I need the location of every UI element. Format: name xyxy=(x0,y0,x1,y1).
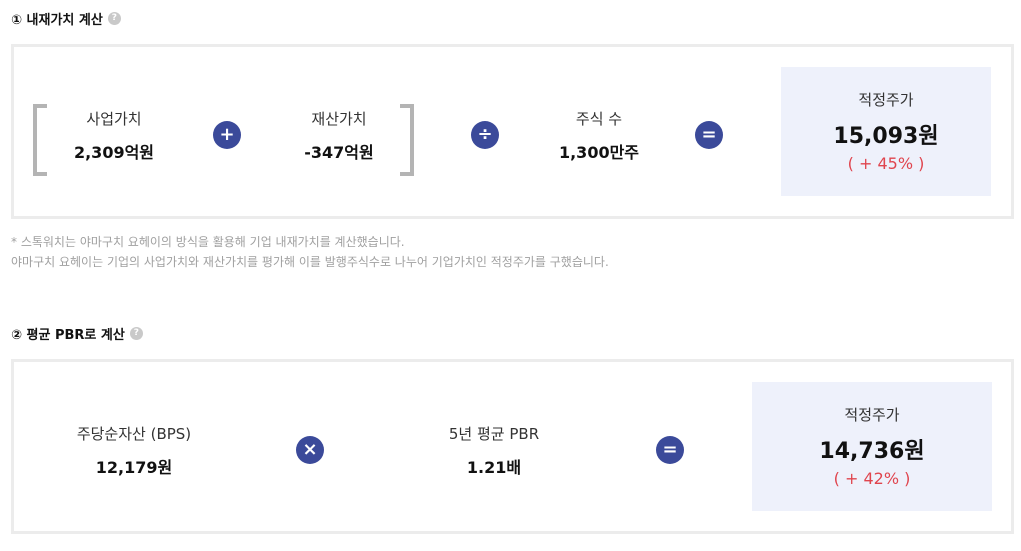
bps-value: 12,179원 xyxy=(95,458,173,477)
note-line-1: * 스톡워치는 야마구치 요헤이의 방식을 활용해 기업 내재가치를 계산했습니… xyxy=(11,235,405,249)
left-bracket xyxy=(33,104,47,176)
pbr-label: 5년 평균 PBR xyxy=(448,425,540,443)
section-title-average-pbr: ② 평균 PBR로 계산 ? xyxy=(11,324,143,343)
result-label: 적정주가 xyxy=(844,406,900,424)
note-line-2: 야마구치 요헤이는 기업의 사업가치와 재산가치를 평가해 이를 발행주식수로 … xyxy=(11,255,609,269)
shares-value: 1,300만주 xyxy=(558,143,640,162)
divide-icon: ÷ xyxy=(471,121,499,149)
business-value: 2,309억원 xyxy=(73,143,155,162)
result-box: 적정주가 14,736원 ( + 42% ) xyxy=(752,382,992,511)
equals-icon: = xyxy=(656,436,684,464)
methodology-note: * 스톡워치는 야마구치 요헤이의 방식을 활용해 기업 내재가치를 계산했습니… xyxy=(11,232,609,272)
bps-item: 주당순자산 (BPS) 12,179원 xyxy=(54,423,214,478)
result-price: 14,736원 xyxy=(819,439,925,464)
pbr-value: 1.21배 xyxy=(466,458,522,477)
result-change: ( + 42% ) xyxy=(833,469,911,488)
business-value-item: 사업가치 2,309억원 xyxy=(59,108,169,163)
help-icon[interactable]: ? xyxy=(107,12,121,25)
section-title-intrinsic-value: ① 내재가치 계산 ? xyxy=(11,9,121,28)
result-change: ( + 45% ) xyxy=(847,154,925,173)
help-icon[interactable]: ? xyxy=(129,327,143,340)
bps-label: 주당순자산 (BPS) xyxy=(76,425,192,443)
right-bracket xyxy=(400,104,414,176)
pbr-item: 5년 평균 PBR 1.21배 xyxy=(419,423,569,478)
result-box: 적정주가 15,093원 ( + 45% ) xyxy=(781,67,991,196)
section-title-text: ② 평균 PBR로 계산 xyxy=(11,328,125,343)
section-title-text: ① 내재가치 계산 xyxy=(11,13,103,28)
result-price: 15,093원 xyxy=(833,124,939,149)
result-label: 적정주가 xyxy=(858,91,914,109)
equals-icon: = xyxy=(695,121,723,149)
plus-icon: + xyxy=(213,121,241,149)
pbr-box: 주당순자산 (BPS) 12,179원 × 5년 평균 PBR 1.21배 = … xyxy=(11,359,1014,534)
asset-value-label: 재산가치 xyxy=(311,110,367,128)
shares-label: 주식 수 xyxy=(575,110,623,128)
shares-item: 주식 수 1,300만주 xyxy=(539,108,659,163)
intrinsic-value-box: 사업가치 2,309억원 + 재산가치 -347억원 ÷ 주식 수 1,300만… xyxy=(11,44,1014,219)
multiply-icon: × xyxy=(296,436,324,464)
asset-value-item: 재산가치 -347억원 xyxy=(284,108,394,163)
business-value-label: 사업가치 xyxy=(86,110,142,128)
asset-value: -347억원 xyxy=(304,143,374,162)
